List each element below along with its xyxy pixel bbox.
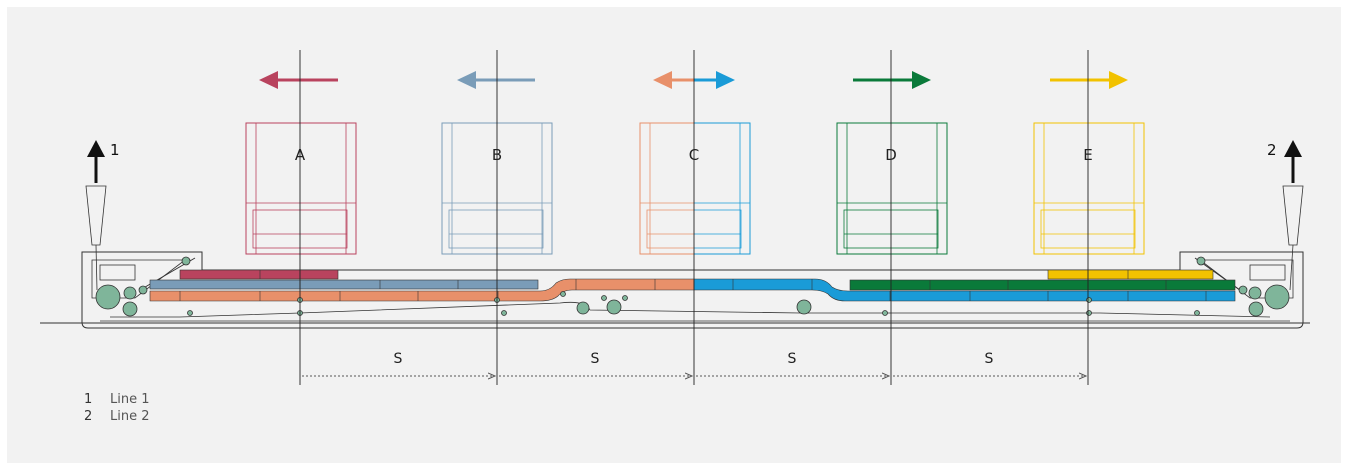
inner-frame-right [1198, 259, 1294, 299]
legend-label: Line 1 [110, 392, 150, 407]
roller-right-bottom [1248, 301, 1264, 317]
spacing-label-4: S [985, 351, 994, 367]
station-label-B: B [492, 146, 502, 164]
line-2-number: 2 [1267, 141, 1277, 159]
station-A [245, 71, 357, 255]
roller-main-right [1264, 284, 1290, 310]
spacing-label-2: S [591, 351, 600, 367]
inner-frame-left [91, 259, 187, 299]
lower-belt [110, 301, 1271, 318]
station-label-C: C [689, 146, 699, 164]
roller-small-right-2 [1238, 285, 1248, 295]
layer-A [179, 269, 339, 280]
roller-right-top [1196, 256, 1206, 266]
roller-left-bottom [122, 301, 138, 317]
legend-item-line-1: 1 Line 1 [84, 391, 150, 408]
station-C [639, 71, 751, 255]
legend: 1 Line 1 2 Line 2 [84, 391, 150, 425]
spacing-label-1: S [394, 351, 403, 367]
station-label-E: E [1083, 146, 1092, 164]
roller-small-left-2 [138, 285, 148, 295]
line-1-arrow-icon [87, 140, 105, 183]
line-2-funnel [1282, 185, 1304, 246]
line-1-funnel [85, 185, 107, 246]
legend-number: 1 [84, 392, 93, 407]
roller-mid-3 [796, 299, 812, 315]
roller-main-left [95, 284, 121, 310]
inner-box-left [99, 264, 136, 281]
inner-box-right [1249, 264, 1286, 281]
legend-number: 2 [84, 409, 93, 424]
roller-small-right-1 [1248, 286, 1262, 300]
roller-mid-1 [576, 301, 590, 315]
spacing-label-3: S [788, 351, 797, 367]
rollers [95, 256, 1290, 317]
roller-left-top [181, 256, 191, 266]
station-label-D: D [885, 146, 897, 164]
layer-E [1047, 269, 1214, 280]
layer-B [149, 279, 539, 290]
machine-frame [81, 251, 1304, 329]
line-1-number: 1 [110, 141, 120, 159]
legend-item-line-2: 2 Line 2 [84, 408, 150, 425]
layer-C-right [693, 278, 1236, 302]
line-2-arrow-icon [1284, 140, 1302, 183]
layer-D [849, 279, 1236, 291]
roller-small-left-1 [123, 286, 137, 300]
legend-label: Line 2 [110, 409, 150, 424]
station-label-A: A [295, 146, 306, 164]
roller-mid-2 [606, 299, 622, 315]
station-B [441, 71, 553, 255]
